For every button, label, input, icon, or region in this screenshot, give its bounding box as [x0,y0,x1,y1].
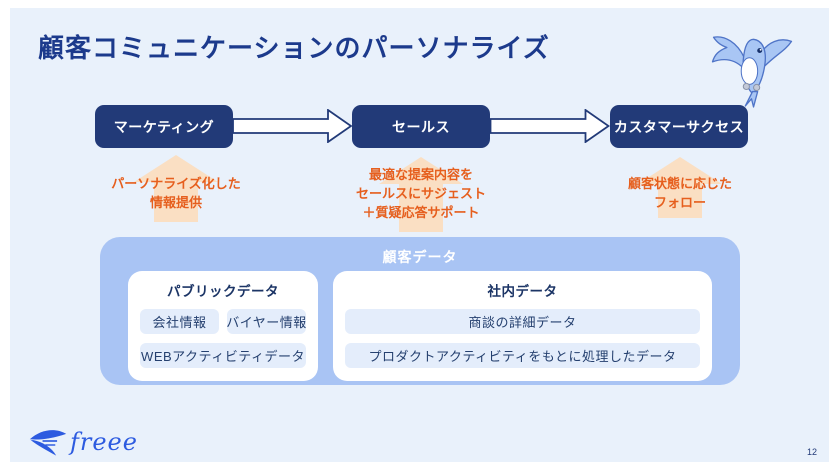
data-chip-deal-details: 商談の詳細データ [345,309,700,334]
public-data-card: パブリックデータ 会社情報 バイヤー情報 WEBアクティビティデータ [128,271,318,381]
freee-logo: freee [28,426,138,458]
page-number: 12 [806,447,817,457]
flow-stage-customer-success: カスタマーサクセス [610,105,748,148]
page-title: 顧客コミュニケーションのパーソナライズ [38,33,550,63]
data-chip-company-info: 会社情報 [140,309,219,334]
customer-data-label: 顧客データ [382,249,458,265]
up-block-arrow-icon [638,157,722,218]
internal-data-chip-row: プロダクトアクティビティをもとに処理したデータ [345,343,700,368]
right-block-arrow-icon [490,109,610,143]
up-block-arrow-icon [379,157,463,232]
benefit-text-sales: 最適な提案内容を セールスにサジェスト ＋質疑応答サポート [355,167,486,220]
internal-data-title: 社内データ [487,284,558,299]
data-chip-product-activity: プロダクトアクティビティをもとに処理したデータ [345,343,700,368]
brand-text: freee [70,428,138,456]
internal-data-card: 社内データ 商談の詳細データ プロダクトアクティビティをもとに処理したデータ [333,271,712,381]
data-chip-buyer-info: バイヤー情報 [227,309,306,334]
freee-bird-mascot-icon [711,36,793,108]
public-data-chip-row: 会社情報 バイヤー情報 [140,309,306,334]
internal-data-chip-row: 商談の詳細データ [345,309,700,334]
swallow-logo-icon [29,430,67,456]
flow-stage-marketing: マーケティング [95,105,233,148]
slide-canvas: 顧客コミュニケーションのパーソナライズ マーケティング セールス カスタマーサク… [10,8,829,462]
up-block-arrow-icon [134,155,218,222]
benefit-text-marketing: パーソナライズ化した 情報提供 [111,176,241,210]
flow-stage-sales: セールス [352,105,490,148]
right-block-arrow-icon [233,109,352,143]
customer-data-panel: 顧客データ パブリックデータ 会社情報 バイヤー情報 WEBアクティビティデータ… [100,237,740,385]
public-data-chip-row: WEBアクティビティデータ [140,343,306,368]
public-data-title: パブリックデータ [167,284,279,299]
data-chip-web-activity: WEBアクティビティデータ [140,343,306,368]
benefit-text-customer-success: 顧客状態に応じた フォロー [627,176,732,210]
